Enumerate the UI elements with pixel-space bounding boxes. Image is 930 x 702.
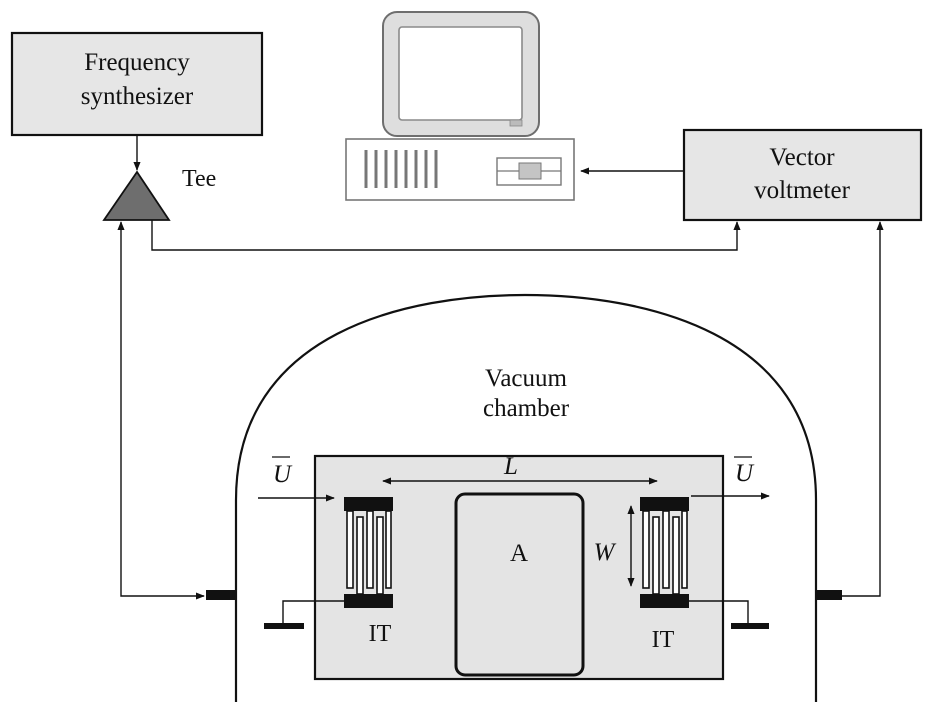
right-ground-symbol [689,600,769,629]
right-interdigital-transducer [640,497,689,608]
input-velocity-label: U [273,461,293,488]
length-label: L [503,453,518,480]
film-area-label: A [510,540,528,567]
left-transducer-label: IT [369,621,392,647]
left-ground-symbol [264,600,344,629]
frequency-synthesizer-label-line2: synthesizer [81,83,194,110]
vacuum-chamber-label-line2: chamber [483,395,570,422]
tee-label: Tee [182,166,216,192]
vacuum-chamber-label-line1: Vacuum [485,365,567,392]
left-feedthrough [206,590,236,600]
vector-voltmeter-label-line2: voltmeter [754,177,850,204]
right-feedthrough [816,590,842,600]
film-area-a [454,492,585,677]
computer-case-icon [345,138,575,201]
monitor-icon [382,11,540,137]
frequency-synthesizer-label-line1: Frequency [84,49,190,76]
tee-splitter [102,170,171,221]
vector-voltmeter-block: Vector voltmeter [682,128,923,222]
computer-icon [345,11,575,201]
vacuum-chamber-outline [234,293,818,702]
frequency-synthesizer-block: Frequency synthesizer [10,31,264,137]
left-interdigital-transducer [344,497,393,608]
output-velocity-label: U [735,460,755,487]
tee-to-input-transducer-wire [117,221,205,600]
output-transducer-to-voltmeter-wire [840,221,884,597]
right-transducer-label: IT [652,627,675,653]
tee-to-voltmeter-reference-wire [151,220,741,251]
vector-voltmeter-label-line1: Vector [769,144,835,171]
width-label: W [594,539,617,566]
